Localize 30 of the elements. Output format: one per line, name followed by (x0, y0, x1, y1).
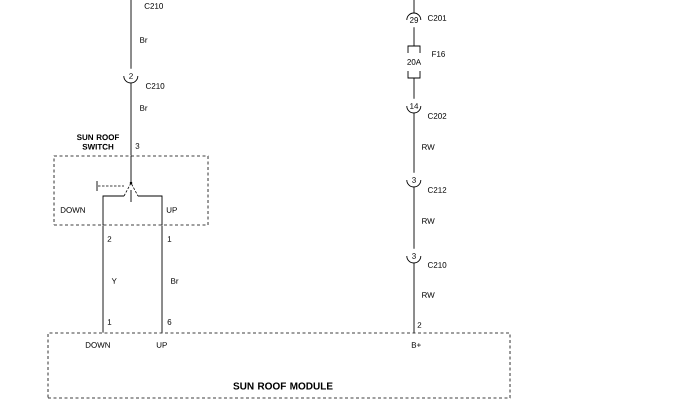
pin-number: 3 (136, 143, 140, 149)
fuse-label: F16 (432, 51, 445, 57)
connector-label: C201 (428, 15, 446, 21)
connector-label: C210 (146, 83, 164, 89)
pin-number: 2 (108, 236, 112, 242)
terminal-label: B+ (412, 342, 421, 348)
wire (130, 82, 132, 156)
terminal-label: UP (156, 342, 167, 348)
connector-label: C212 (428, 187, 446, 193)
wire-color-label: RW (422, 218, 435, 224)
wire (130, 0, 132, 70)
pin-number: 2 (418, 322, 422, 328)
pin-number: 1 (108, 319, 112, 325)
wire-color-label: Br (140, 105, 148, 111)
connector-label: C210 (428, 262, 446, 268)
wire-color-label: Y (112, 278, 117, 284)
terminal-label: UP (166, 207, 177, 213)
component-label: SUN ROOF SWITCH (76, 134, 120, 150)
pin-number: 6 (168, 319, 172, 325)
connector-label: C210 (144, 3, 164, 9)
wire-color-label: Br (171, 278, 178, 284)
connector-label: C202 (428, 113, 446, 119)
pin-number: 1 (168, 236, 172, 242)
wire-color-label: RW (422, 144, 435, 150)
wire-color-label: Br (140, 37, 148, 43)
terminal-label: DOWN (60, 207, 85, 213)
wire-color-label: RW (422, 292, 435, 298)
terminal-label: DOWN (86, 342, 110, 348)
wire (102, 224, 104, 334)
component-label: SUN ROOF MODULE (233, 382, 333, 390)
